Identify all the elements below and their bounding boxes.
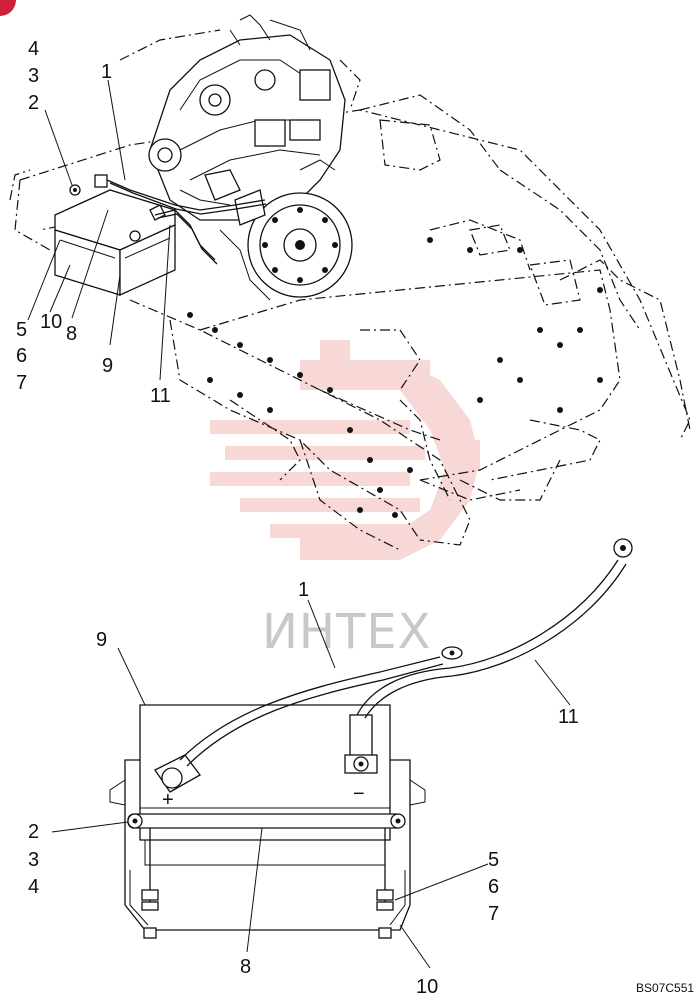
callout-top-3: 3 <box>28 65 39 87</box>
watermark-text: ИНТЕХ <box>262 604 432 660</box>
callout-top-11: 11 <box>150 385 171 407</box>
callout-bottom-6: 6 <box>488 876 499 898</box>
callout-bottom-7: 7 <box>488 903 499 925</box>
battery-top-view <box>54 174 176 297</box>
leader-lines-bottom <box>51 599 571 969</box>
battery-detail: + − <box>109 704 426 939</box>
callout-bottom-10: 10 <box>416 976 438 998</box>
callout-top-2: 2 <box>28 92 39 114</box>
callout-top-6: 6 <box>16 345 27 367</box>
callout-bottom-5: 5 <box>488 849 499 871</box>
callouts-bottom: 1 9 11 2 3 4 5 6 7 8 10 <box>28 579 579 998</box>
callout-bottom-8: 8 <box>240 956 251 978</box>
callout-bottom-3: 3 <box>28 849 39 871</box>
callouts-top: 4 3 2 1 5 10 8 6 9 7 11 <box>16 38 171 407</box>
callout-top-9: 9 <box>102 355 113 377</box>
callout-top-1: 1 <box>101 61 112 83</box>
callout-bottom-4: 4 <box>28 876 39 898</box>
callout-bottom-2: 2 <box>28 821 39 843</box>
positive-terminal-mark: + <box>162 789 174 811</box>
engine-assembly <box>148 14 353 301</box>
drawing-code: BS07C551 <box>636 981 694 995</box>
negative-terminal-mark: − <box>353 783 365 805</box>
cables-bottom <box>179 538 633 767</box>
leader-lines-top <box>27 79 171 381</box>
watermark-logo <box>210 340 480 560</box>
callout-bottom-1: 1 <box>298 579 309 601</box>
cables-top <box>106 179 267 265</box>
callout-top-8: 8 <box>66 323 77 345</box>
corner-badge <box>0 0 16 16</box>
machine-frame <box>9 29 691 551</box>
callout-bottom-11: 11 <box>558 706 579 728</box>
callout-top-4: 4 <box>28 38 39 60</box>
callout-top-7: 7 <box>16 372 27 394</box>
callout-bottom-9: 9 <box>96 629 107 651</box>
callout-top-5: 5 <box>16 319 27 341</box>
callout-top-10: 10 <box>40 311 62 333</box>
